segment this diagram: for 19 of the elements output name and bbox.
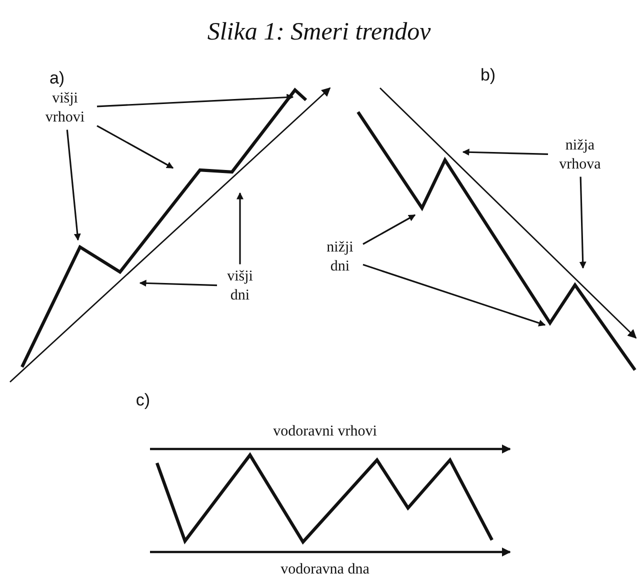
leader-arrow xyxy=(362,214,416,245)
annotation-text: višji vrhovi xyxy=(36,89,94,127)
panel-label: b) xyxy=(480,64,496,86)
leader-arrow xyxy=(96,125,174,169)
panel-label: c) xyxy=(136,389,150,411)
panel-label: a) xyxy=(49,67,65,89)
figure-title: Slika 1: Smeri trendov xyxy=(207,17,431,48)
leader-arrow xyxy=(236,192,244,264)
leader-arrow xyxy=(362,264,546,326)
leader-arrow xyxy=(96,94,294,108)
line-label: vodoravni vrhovi xyxy=(273,422,377,442)
leader-arrow xyxy=(66,130,81,241)
line-label: vodoravna dna xyxy=(280,560,370,580)
annotation-text: nižja vrhova xyxy=(551,136,609,174)
leader-arrow xyxy=(139,280,218,287)
annotation-text: nižji dni xyxy=(320,238,360,276)
leader-arrow xyxy=(462,148,548,156)
leader-arrow xyxy=(579,176,586,269)
annotation-text: višji dni xyxy=(220,267,260,305)
